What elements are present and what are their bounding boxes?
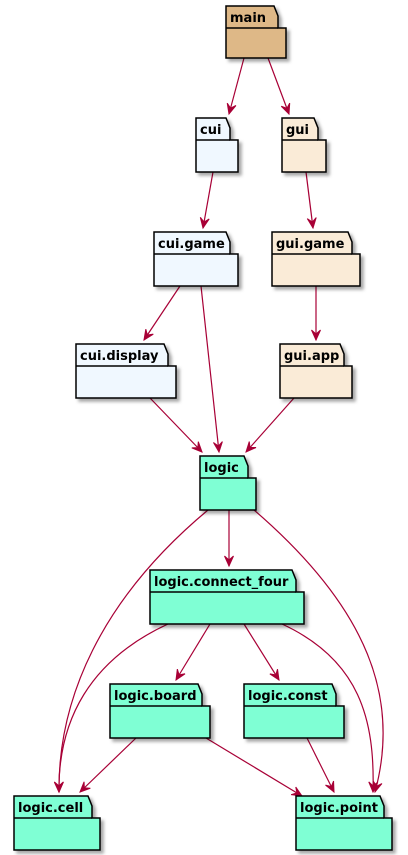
package-folder-icon bbox=[153, 231, 239, 287]
packages-layer: main cui gui cui.game gui.game cui.display gui… bbox=[13, 5, 393, 851]
package-cui-display: cui.display bbox=[75, 343, 177, 399]
dependency-edge-cui-display-to-logic bbox=[149, 397, 203, 453]
arrow-head-icon bbox=[245, 441, 257, 453]
arrow-head-icon bbox=[79, 781, 91, 793]
package-label: logic bbox=[204, 461, 239, 476]
package-label: logic.point bbox=[300, 801, 378, 816]
package-label: cui.game bbox=[158, 237, 225, 252]
package-cui: cui bbox=[195, 117, 239, 173]
arrow-head-icon bbox=[290, 786, 304, 797]
arrow-head-icon bbox=[325, 780, 335, 794]
dependency-edge-logic-connect-four-to-logic-const bbox=[243, 623, 280, 682]
package-label: logic.cell bbox=[18, 801, 83, 816]
package-logic-const: logic.const bbox=[243, 683, 345, 739]
edge-line bbox=[267, 57, 290, 115]
arrow-head-icon bbox=[368, 781, 379, 794]
package-folder-icon bbox=[243, 683, 345, 739]
dependency-edge-logic-board-to-logic-point bbox=[205, 737, 304, 797]
package-folder-icon bbox=[199, 455, 257, 511]
package-folder-icon bbox=[13, 795, 101, 851]
dependency-edge-gui-game-to-gui-app bbox=[311, 286, 321, 342]
edge-line bbox=[243, 623, 280, 681]
edge-line bbox=[305, 171, 314, 229]
package-label: logic.connect_four bbox=[154, 575, 289, 590]
dependency-edge-main-to-cui bbox=[226, 57, 245, 116]
package-gui: gui bbox=[281, 117, 327, 173]
edge-line bbox=[149, 397, 203, 453]
arrow-head-icon bbox=[191, 441, 203, 453]
package-logic-connect-four: logic.connect_four bbox=[149, 569, 305, 625]
dependency-edge-gui-app-to-logic bbox=[245, 397, 295, 453]
edge-line bbox=[228, 57, 245, 115]
dependency-edge-logic-board-to-logic-cell bbox=[79, 737, 137, 793]
edges-layer bbox=[53, 57, 384, 797]
edge-line bbox=[245, 397, 295, 453]
edge-line bbox=[58, 509, 209, 793]
arrow-head-icon bbox=[269, 668, 280, 682]
edge-line bbox=[175, 623, 211, 681]
dependency-edge-cui-game-to-cui-display bbox=[143, 285, 181, 342]
arrow-head-icon bbox=[224, 555, 234, 568]
arrow-head-icon bbox=[175, 668, 186, 682]
dependency-edge-gui-to-gui-game bbox=[305, 171, 317, 230]
package-label: gui.game bbox=[276, 237, 345, 252]
dependency-edge-logic-to-logic-cell bbox=[53, 509, 209, 794]
package-label: main bbox=[230, 11, 266, 26]
package-folder-icon bbox=[281, 117, 327, 173]
arrow-head-icon bbox=[306, 217, 317, 230]
package-label: logic.const bbox=[248, 689, 328, 704]
edge-line bbox=[306, 737, 335, 793]
edge-line bbox=[200, 285, 220, 453]
package-folder-icon bbox=[195, 117, 239, 173]
dependency-edge-logic-connect-four-to-logic-cell bbox=[53, 623, 169, 794]
package-folder-icon bbox=[75, 343, 177, 399]
edge-line bbox=[202, 171, 214, 229]
arrow-head-icon bbox=[213, 441, 223, 454]
edge-line bbox=[253, 509, 384, 793]
dependency-edge-logic-const-to-logic-point bbox=[306, 737, 335, 794]
arrow-head-icon bbox=[311, 329, 321, 342]
dependency-edge-logic-to-logic-connect-four bbox=[224, 510, 234, 568]
dependency-edge-logic-connect-four-to-logic-point bbox=[281, 623, 379, 794]
edge-line bbox=[281, 623, 374, 793]
edge-line bbox=[58, 623, 169, 793]
arrow-head-icon bbox=[143, 329, 154, 342]
package-label: gui.app bbox=[284, 349, 339, 364]
package-gui-game: gui.game bbox=[271, 231, 361, 287]
package-label: cui bbox=[200, 123, 221, 138]
package-label: gui bbox=[286, 123, 309, 138]
arrow-head-icon bbox=[53, 781, 64, 794]
package-label: logic.board bbox=[114, 689, 197, 704]
arrow-head-icon bbox=[226, 102, 237, 116]
package-folder-icon bbox=[271, 231, 361, 287]
dependency-edge-cui-game-to-logic bbox=[200, 285, 223, 454]
edge-line bbox=[205, 737, 303, 797]
package-cui-game: cui.game bbox=[153, 231, 239, 287]
package-logic-point: logic.point bbox=[295, 795, 393, 851]
dependency-edge-logic-connect-four-to-logic-board bbox=[175, 623, 211, 682]
edge-line bbox=[79, 737, 137, 793]
package-folder-icon bbox=[109, 683, 211, 739]
package-folder-icon bbox=[225, 5, 287, 59]
dependency-edge-cui-to-cui-game bbox=[199, 171, 214, 230]
package-logic-cell: logic.cell bbox=[13, 795, 101, 851]
package-gui-app: gui.app bbox=[279, 343, 353, 399]
edge-line bbox=[143, 285, 181, 341]
package-main: main bbox=[225, 5, 287, 59]
arrow-head-icon bbox=[199, 217, 210, 230]
arrow-head-icon bbox=[280, 102, 291, 116]
package-label: cui.display bbox=[80, 349, 159, 364]
dependency-edge-logic-to-logic-point bbox=[253, 509, 384, 794]
package-logic-board: logic.board bbox=[109, 683, 211, 739]
package-folder-icon bbox=[295, 795, 393, 851]
package-folder-icon bbox=[149, 569, 305, 625]
package-folder-icon bbox=[279, 343, 353, 399]
package-logic: logic bbox=[199, 455, 257, 511]
dependency-edge-main-to-gui bbox=[267, 57, 291, 116]
